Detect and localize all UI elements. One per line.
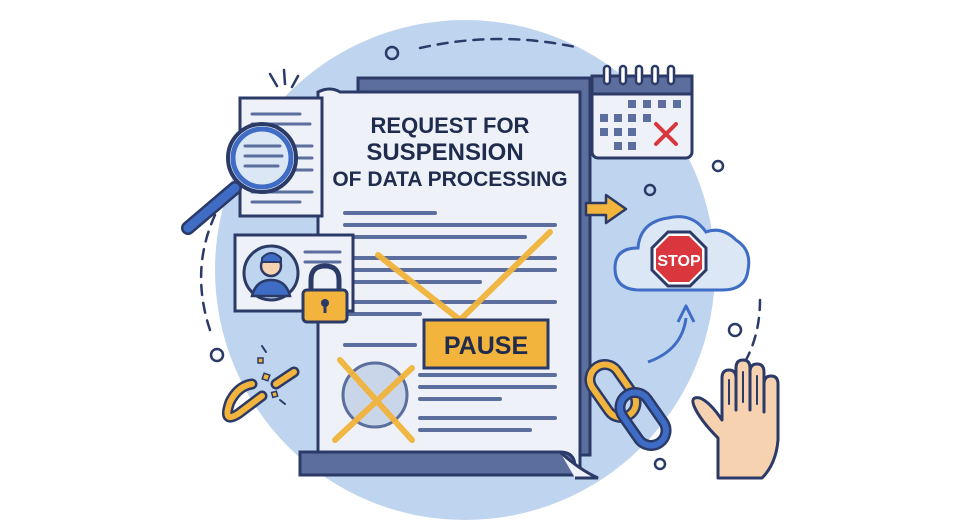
document-title-line-3: OF DATA PROCESSING — [332, 168, 567, 191]
deco-dot — [384, 45, 400, 61]
broken-link-icon — [221, 345, 300, 423]
deco-dot — [727, 322, 743, 338]
request-document: REQUEST FOR SUSPENSION OF DATA PROCESSIN… — [298, 76, 599, 480]
dashed-arc-right — [738, 298, 762, 372]
deco-dot — [209, 347, 225, 363]
dashed-arc-top — [418, 37, 582, 50]
sparkle-lines — [268, 68, 300, 89]
deco-dot — [653, 457, 667, 471]
chain-link-icon — [584, 359, 672, 451]
dashed-arc-left — [199, 213, 217, 332]
hand-icon — [691, 358, 780, 480]
stop-label: STOP — [657, 253, 701, 270]
magnifier-icon — [181, 122, 298, 235]
calendar-icon — [590, 64, 694, 160]
cross-out-marks — [332, 229, 553, 443]
profile-card-icon — [233, 233, 355, 313]
padlock-icon — [301, 263, 349, 324]
curved-arrow-icon — [647, 304, 696, 364]
deco-dot — [643, 183, 657, 197]
stop-sign-icon: STOP — [650, 230, 708, 288]
document-title-line-2: SUSPENSION — [366, 139, 523, 166]
document-title-line-1: REQUEST FOR — [371, 113, 530, 138]
pause-stamp: PAUSE — [422, 318, 550, 370]
deco-dot — [711, 159, 725, 173]
pause-label: PAUSE — [444, 332, 528, 360]
arrow-right-icon — [584, 193, 628, 225]
